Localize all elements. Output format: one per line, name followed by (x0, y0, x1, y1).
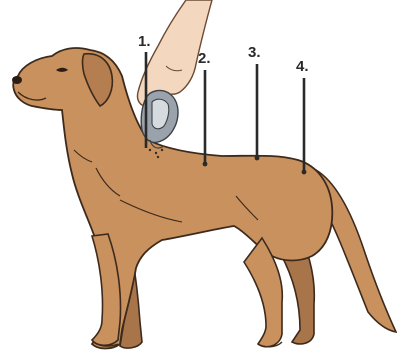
callout-label-1: 1. (138, 33, 151, 50)
scan-dot (161, 149, 163, 151)
callout-label-2: 2. (198, 50, 211, 67)
scan-dot (157, 156, 159, 158)
dog-nose (12, 76, 22, 84)
hand-with-scanner (137, 0, 212, 158)
scan-dot (155, 152, 157, 154)
scan-dot (149, 149, 151, 151)
callout-dot-4 (302, 170, 307, 175)
callout-dot-3 (255, 156, 260, 161)
callout-dot-2 (203, 162, 208, 167)
callout-label-3: 3. (248, 44, 261, 61)
callout-label-4: 4. (296, 58, 309, 75)
